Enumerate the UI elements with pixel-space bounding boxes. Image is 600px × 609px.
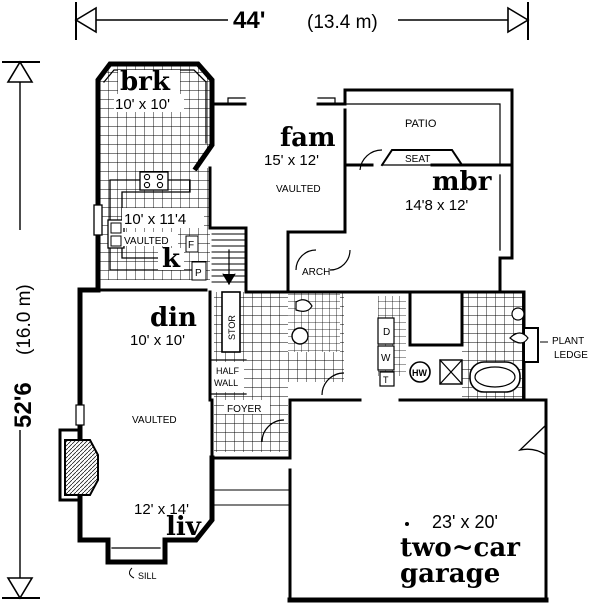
mbr-name: mbr — [432, 167, 492, 197]
plant-ledge: PLANT LEDGE — [540, 336, 588, 361]
mbr-size: 14'8 x 12' — [405, 197, 468, 214]
half-wall: HALF WALL — [212, 362, 244, 392]
dining-size: 10' x 10' — [130, 332, 185, 349]
arch-label: ARCH — [302, 267, 330, 278]
garage-line1: two~car — [400, 533, 520, 563]
dining-name: din — [150, 303, 197, 333]
seat-label: SEAT — [405, 154, 430, 165]
patio: PATIO SEAT — [405, 118, 437, 165]
dining-room: din 10' x 10' — [130, 303, 197, 349]
kitchen-size: 10' x 11'4 — [124, 211, 186, 228]
living-name: liv — [166, 512, 202, 542]
half-wall-line1: HALF — [216, 366, 240, 376]
garage-line2: garage — [400, 559, 500, 589]
master-bedroom: mbr 14'8 x 12' — [405, 167, 492, 214]
patio-label: PATIO — [405, 118, 437, 130]
tub-label: T — [383, 375, 389, 385]
width-dimension: 44' (13.4 m) — [74, 2, 530, 40]
kitchen-p-label: P — [195, 268, 202, 279]
walls — [58, 61, 549, 603]
living-size: 12' x 14' — [134, 501, 189, 518]
laundry: D W T HW — [381, 327, 427, 385]
plant-ledge-line1: PLANT — [552, 336, 584, 347]
breakfast-name: brk — [120, 67, 171, 97]
garage: 23' x 20' two~car garage — [400, 512, 520, 589]
family-note: VAULTED — [276, 184, 321, 195]
breakfast-size: 10' x 10' — [115, 96, 170, 113]
storage-label: STOR — [227, 315, 237, 340]
depth-label: 52'6 — [10, 382, 37, 428]
family-room: fam 15' x 12' VAULTED — [264, 123, 336, 195]
garage-size: 23' x 20' — [432, 512, 498, 532]
kitchen-name: k — [162, 244, 181, 274]
depth-dimension: 52'6 (16.0 m) — [2, 60, 40, 600]
depth-metric: (16.0 m) — [14, 284, 35, 355]
foyer-label: FOYER — [227, 404, 261, 415]
water-heater-label: HW — [412, 368, 427, 378]
width-metric: (13.4 m) — [307, 12, 378, 33]
living-room: VAULTED 12' x 14' liv SILL — [128, 415, 202, 581]
plant-ledge-line2: LEDGE — [554, 350, 588, 361]
breakfast-room: brk 10' x 10' — [114, 67, 184, 113]
family-size: 15' x 12' — [264, 152, 319, 169]
kitchen: 10' x 11'4 VAULTED k F P — [122, 208, 207, 281]
washer-label: W — [381, 353, 391, 364]
half-wall-line2: WALL — [214, 378, 238, 388]
kitchen-note: VAULTED — [124, 236, 169, 247]
sill-label: SILL — [138, 571, 157, 581]
dryer-label: D — [383, 327, 390, 338]
living-note: VAULTED — [132, 415, 177, 426]
width-label: 44' — [233, 7, 265, 34]
family-name: fam — [280, 123, 336, 153]
foyer: FOYER — [224, 400, 270, 415]
kitchen-f-label: F — [188, 240, 194, 251]
door-swings — [261, 149, 383, 443]
